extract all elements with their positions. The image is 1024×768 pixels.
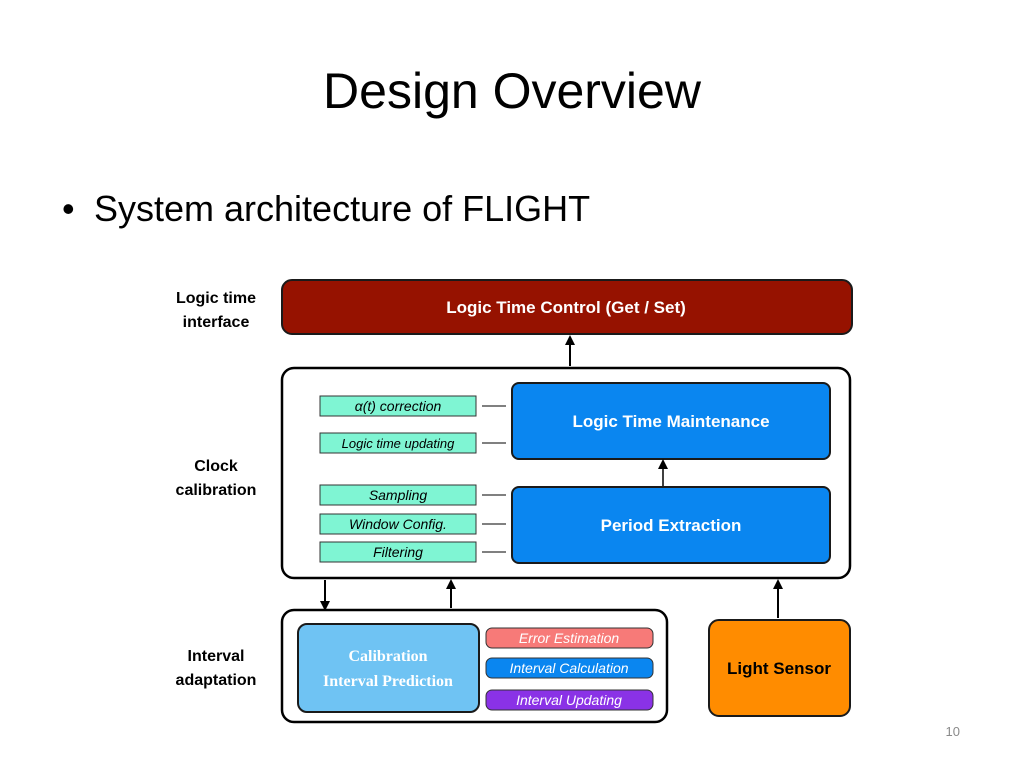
calibration-label-1: Calibration [348, 648, 427, 665]
error-estimation-label: Error Estimation [519, 630, 620, 646]
interval-updating-label: Interval Updating [516, 692, 622, 708]
subtask-tag-sampling [319, 484, 477, 506]
subtask-alpha-correction: α(t) correction [355, 398, 442, 414]
period-extraction-label: Period Extraction [601, 516, 742, 535]
subtask-tag-logic-time-updating [319, 432, 477, 454]
page-number: 10 [945, 724, 960, 739]
bullet-text: System architecture of FLIGHT [94, 188, 591, 229]
interval-updating-tag [485, 689, 654, 711]
interval-calculation-tag [485, 657, 654, 679]
label-clock-calibration-2: calibration [176, 482, 257, 499]
logic-time-maintenance-box [511, 382, 831, 460]
logic-time-maintenance-label: Logic Time Maintenance [572, 412, 769, 431]
subtask-sampling: Sampling [369, 487, 428, 503]
label-interval-adaptation-1: Interval [188, 648, 245, 665]
error-estimation-tag [485, 627, 654, 649]
bullet-dot-icon: • [62, 188, 75, 229]
interval-calculation-label: Interval Calculation [509, 660, 628, 676]
subtask-tag-alpha-correction [319, 395, 477, 417]
subtask-logic-time-updating: Logic time updating [342, 436, 456, 451]
logic-time-control-box [281, 279, 853, 335]
light-sensor-box [708, 619, 851, 717]
bullet-item: • System architecture of FLIGHT [62, 188, 590, 230]
logic-time-control-label: Logic Time Control (Get / Set) [446, 298, 686, 317]
label-logic-time-interface-1: Logic time [176, 290, 256, 307]
subtask-filtering: Filtering [373, 544, 423, 560]
subtask-window-config: Window Config. [349, 516, 447, 532]
slide-title: Design Overview [323, 63, 701, 119]
subtask-tag-filtering [319, 541, 477, 563]
light-sensor-label: Light Sensor [727, 659, 831, 678]
label-clock-calibration-1: Clock [194, 458, 238, 475]
calibration-label-2: Interval Prediction [323, 673, 453, 690]
period-extraction-box [511, 486, 831, 564]
subtask-tag-window-config [319, 513, 477, 535]
calibration-interval-prediction-box [297, 623, 480, 713]
label-logic-time-interface-2: interface [183, 314, 250, 331]
label-interval-adaptation-2: adaptation [176, 672, 257, 689]
